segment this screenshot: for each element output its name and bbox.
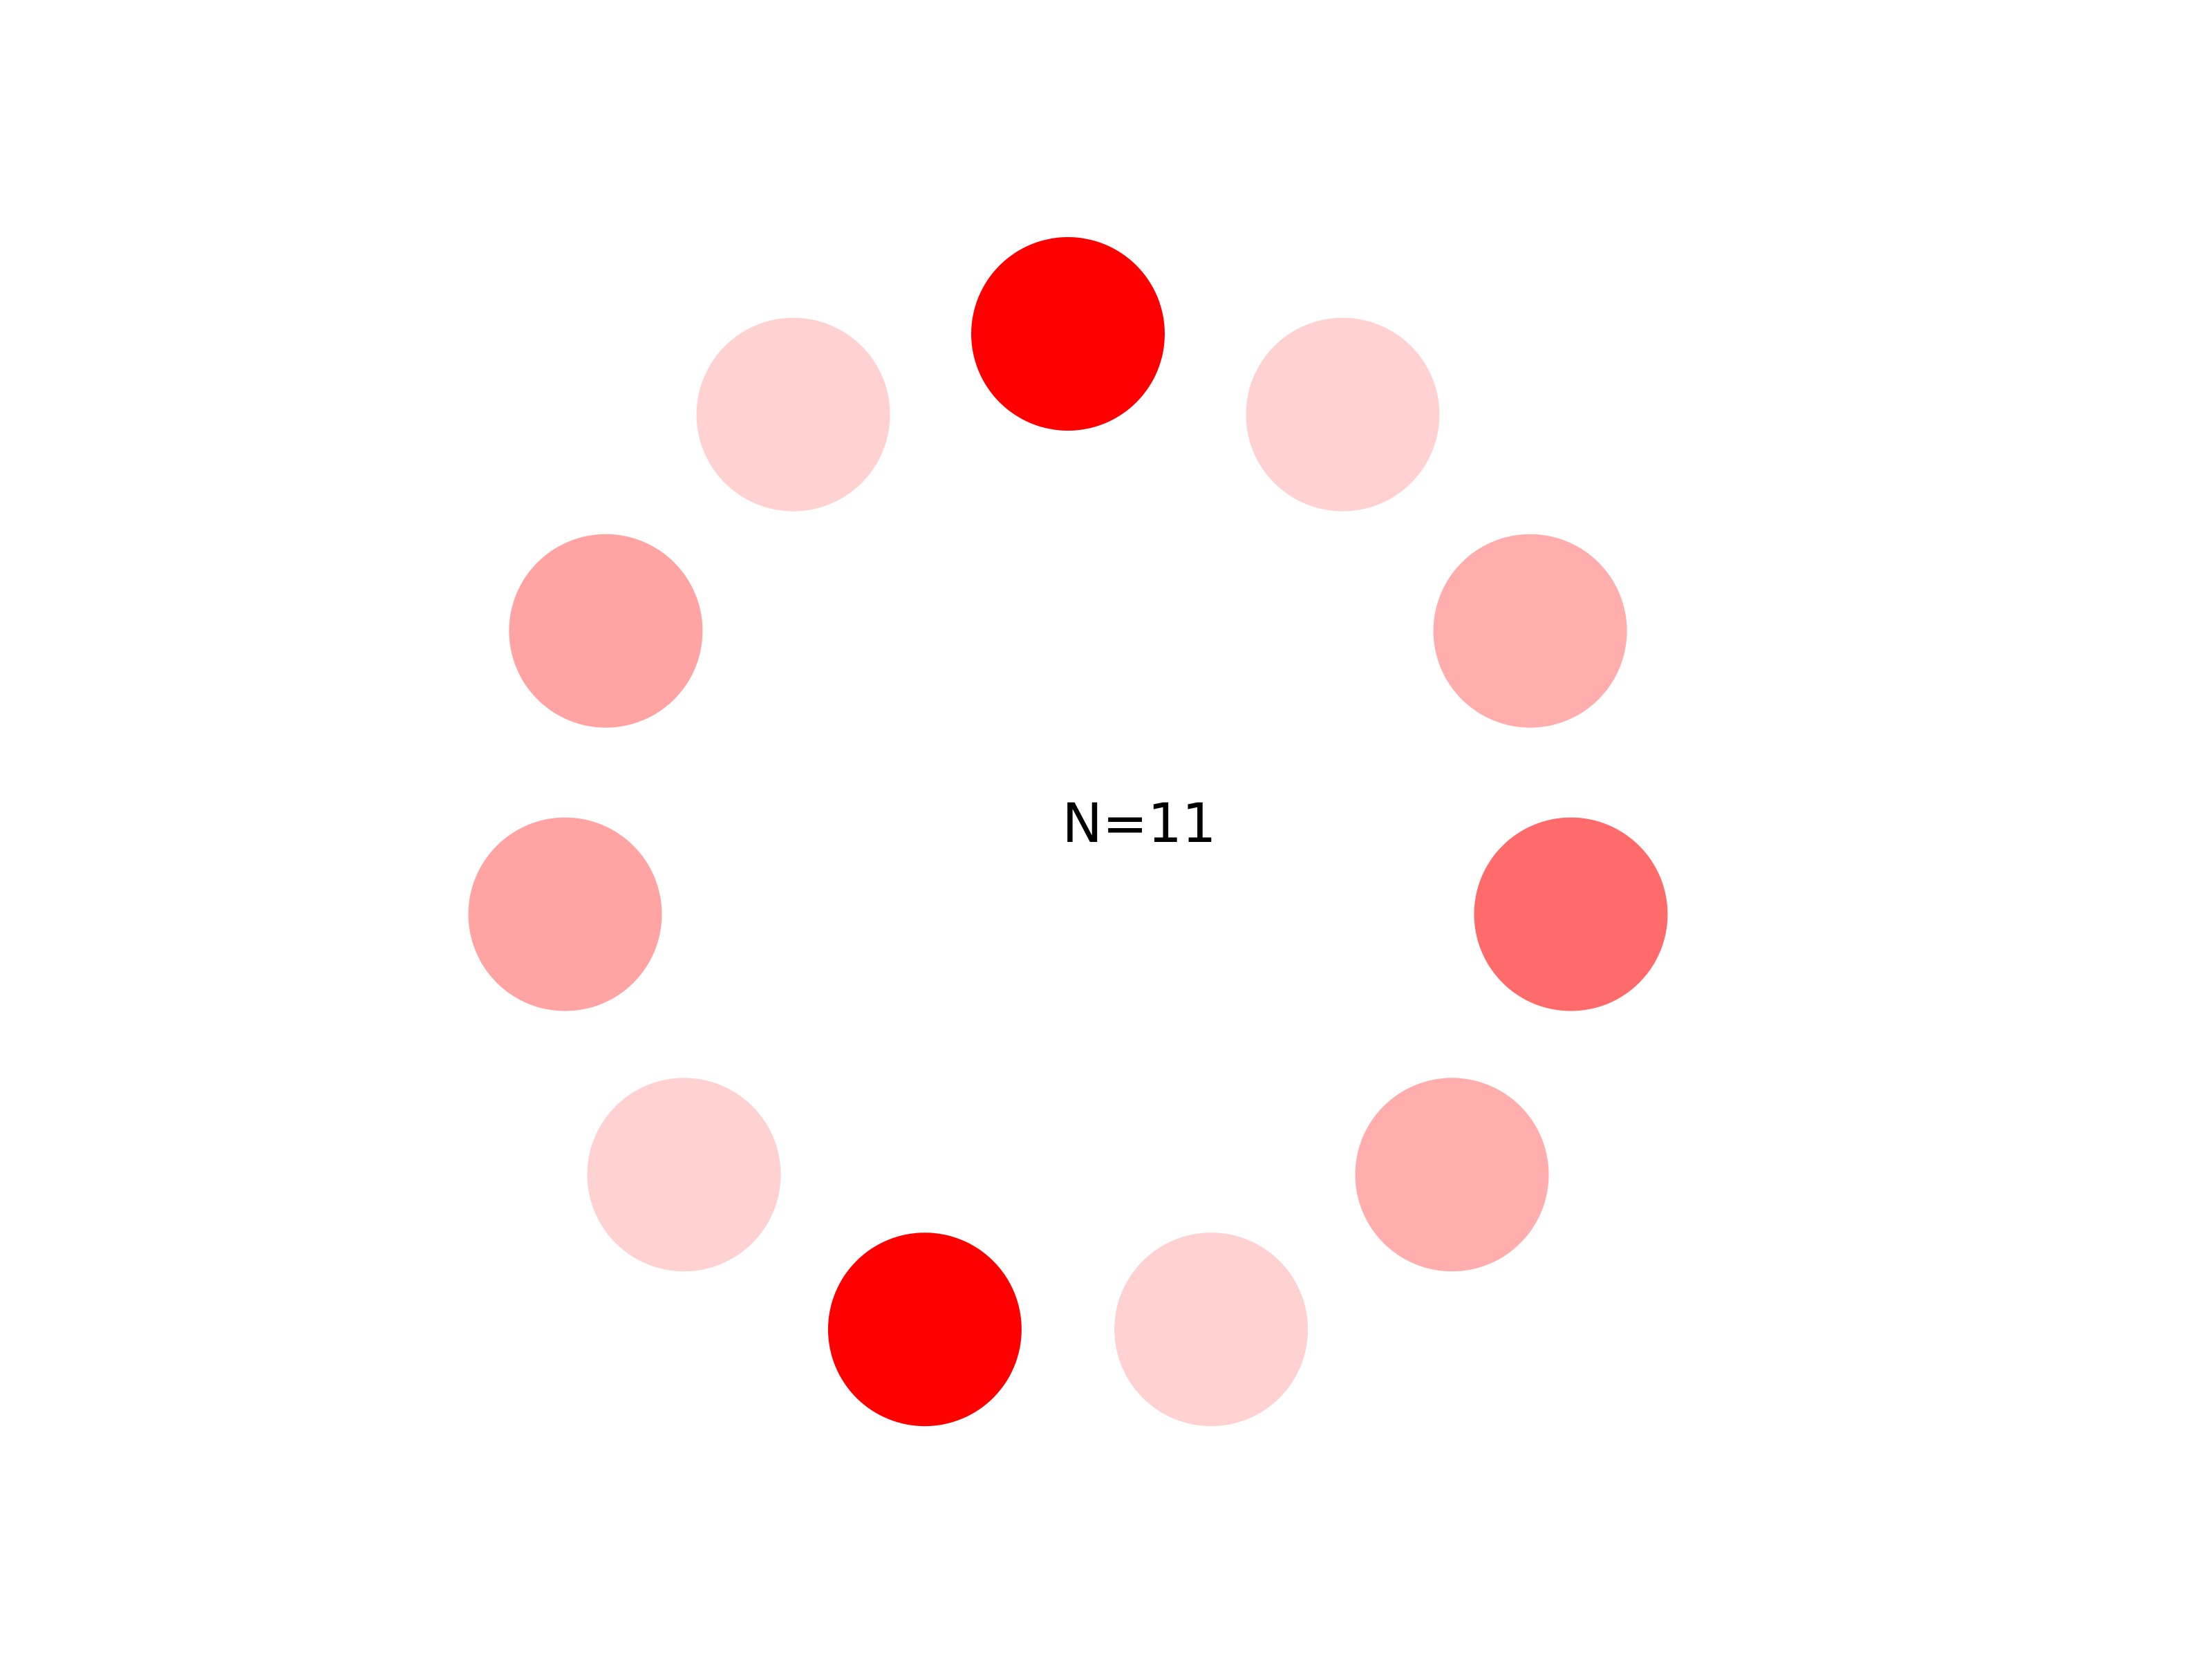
- ring-dot: [468, 817, 662, 1011]
- ring-dot: [1246, 317, 1440, 512]
- ring-dot: [696, 317, 890, 512]
- ring-dot: [1114, 1232, 1309, 1427]
- count-label: N=11: [1062, 793, 1217, 855]
- ring-dot: [587, 1078, 781, 1272]
- ring-dot: [1355, 1078, 1549, 1272]
- ring-dot: [1474, 817, 1668, 1011]
- dot-ring: [468, 237, 1668, 1427]
- ring-dot: [971, 237, 1165, 431]
- ring-dot: [827, 1232, 1022, 1427]
- ring-dot: [509, 534, 703, 728]
- ring-dot: [1433, 534, 1627, 728]
